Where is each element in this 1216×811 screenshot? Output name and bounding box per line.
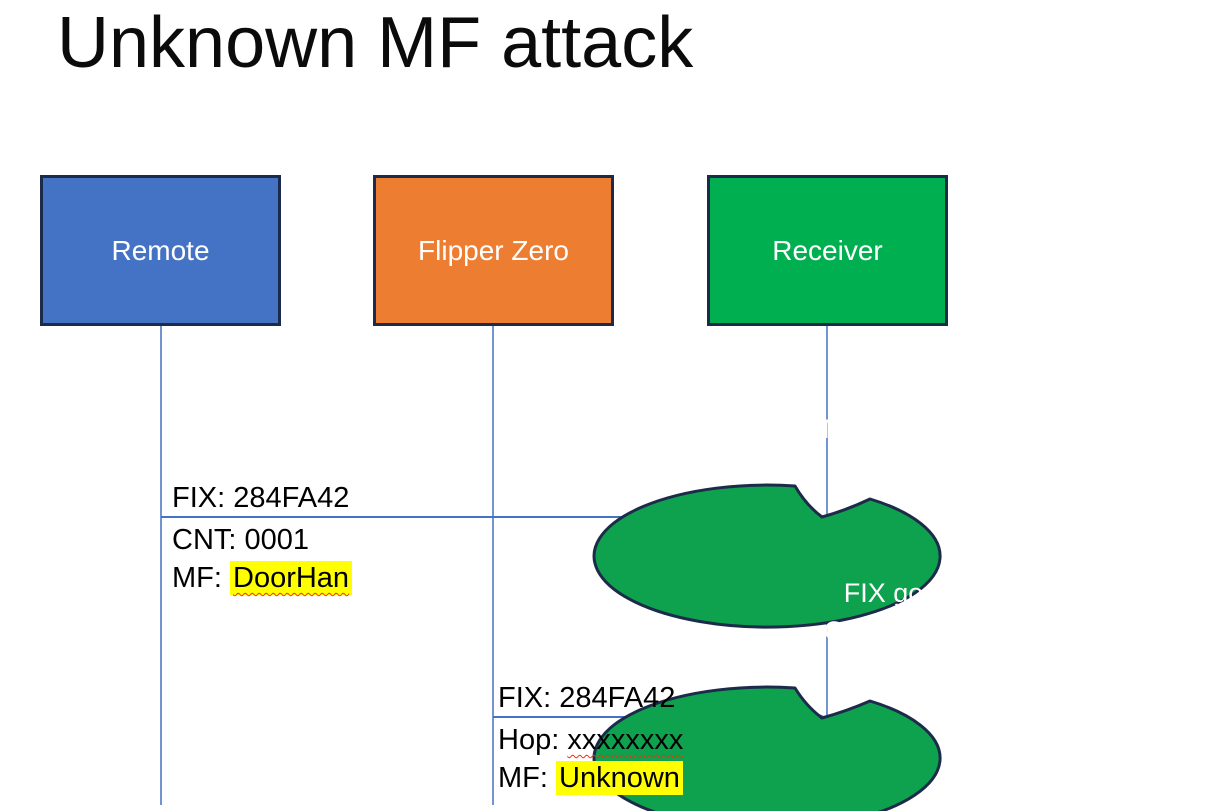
actor-box-flipper-zero: Flipper Zero <box>373 175 614 326</box>
message2-hop-value: xxxxxxxx <box>567 724 684 756</box>
message1-mf-value-highlight: DoorHan <box>230 561 353 595</box>
message1-label-above: FIX: 284FA42 <box>172 479 349 517</box>
callout1-line1: FIX good <box>843 376 954 406</box>
slide-title: Unknown MF attack <box>57 3 694 83</box>
callout1-line3: “Opened” <box>841 452 956 482</box>
callout1-line2: CNT 0001 good <box>803 414 994 444</box>
actor-label-receiver: Receiver <box>772 234 883 266</box>
message1-cnt: CNT: 0001 <box>172 524 310 556</box>
actor-box-receiver: Receiver <box>707 175 948 326</box>
message2-label-below: Hop: xxxxxxxx MF: Unknown <box>498 721 683 797</box>
callout-bubble-1 <box>592 483 942 629</box>
message1-label-below: CNT: 0001 MF: DoorHan <box>172 521 353 597</box>
actor-label-remote: Remote <box>111 234 210 266</box>
actor-label-flipper-zero: Flipper Zero <box>418 234 569 266</box>
message2-hop: Hop: xxxxxxxx <box>498 724 684 756</box>
message1-fix: FIX: 284FA42 <box>172 482 350 514</box>
message2-mf: MF: Unknown <box>498 759 683 797</box>
callout2-line3: “Opened” <box>841 654 956 684</box>
message2-label-above: FIX: 284FA42 <box>498 679 675 717</box>
message2-mf-value-highlight: Unknown <box>556 761 683 795</box>
message2-fix: FIX: 284FA42 <box>498 682 676 714</box>
actor-box-remote: Remote <box>40 175 281 326</box>
callout2-text: FIX good CNT is ???? “Opened” <box>725 574 1072 688</box>
callout2-line1: FIX good <box>843 578 954 608</box>
callout1-text: FIX good CNT 0001 good “Opened” <box>725 372 1072 486</box>
message1-mf: MF: DoorHan <box>172 559 353 597</box>
callout2-line2: CNT is ???? <box>823 616 974 646</box>
